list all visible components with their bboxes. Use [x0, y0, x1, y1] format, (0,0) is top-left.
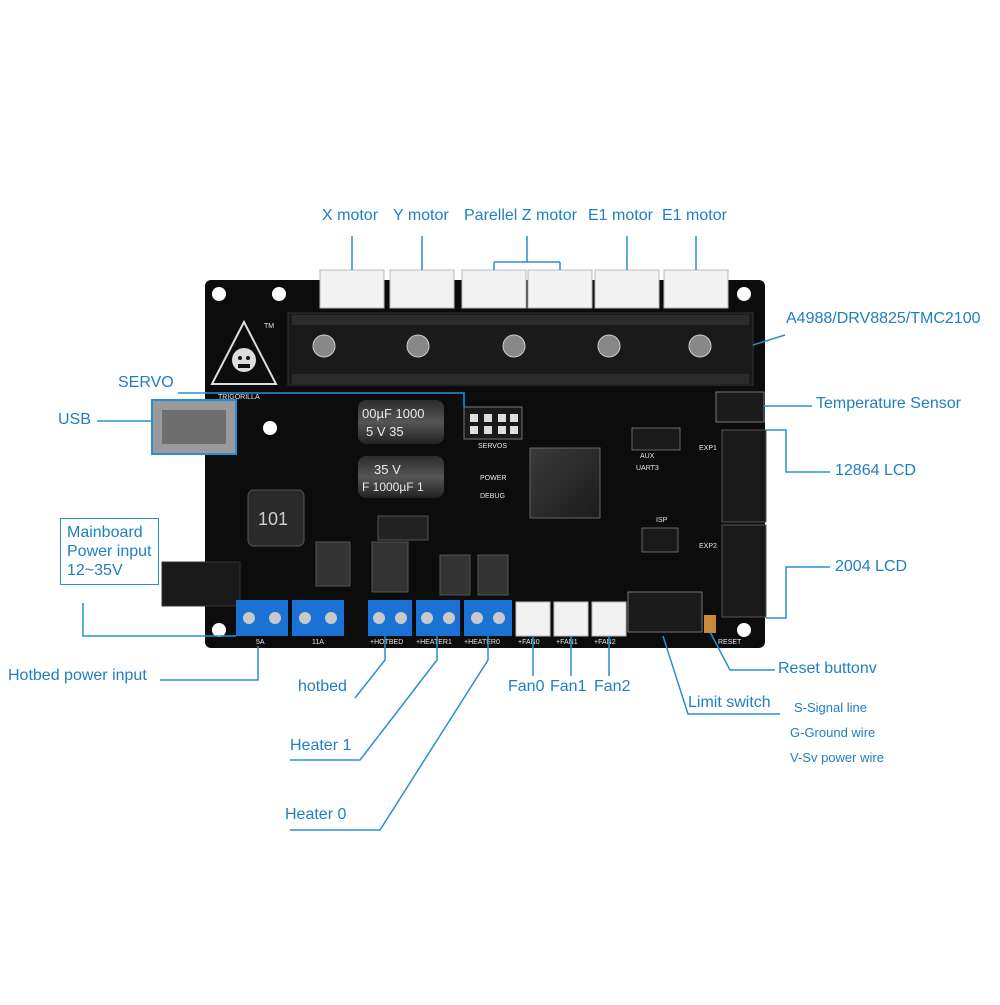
label-fan0: Fan0	[508, 678, 545, 695]
y-motor-connector	[389, 269, 455, 309]
label-lcd-2004: 2004 LCD	[835, 558, 908, 575]
mounting-holes	[212, 287, 751, 637]
label-heater0: Heater 0	[285, 806, 347, 823]
e1-motor-connector	[663, 269, 729, 309]
label-fan2: Fan2	[594, 678, 631, 695]
servo-header	[463, 406, 523, 440]
label-reset-button: Reset buttonv	[778, 660, 877, 677]
brand-silk: TRIGORILLA	[218, 394, 260, 401]
inductor-text: 101	[258, 509, 288, 529]
trigorilla-logo	[210, 319, 278, 385]
label-driver-models: A4988/DRV8825/TMC2100	[786, 310, 981, 327]
label-e1-motor-b: E1 motor	[662, 207, 727, 224]
exp1-header	[721, 429, 767, 523]
limit-switch-header	[627, 591, 703, 633]
inductor	[247, 489, 305, 547]
power-jack	[161, 561, 241, 607]
label-x-motor: X motor	[322, 207, 379, 224]
legend-power: V-Sv power wire	[790, 750, 884, 765]
e0-motor-connector	[594, 269, 660, 309]
reset-button	[704, 615, 716, 633]
cap-top-text2: 5 V 35	[366, 424, 404, 439]
label-hotbed: hotbed	[298, 678, 347, 695]
uart-silk: UART3	[636, 465, 659, 472]
cap-bot-text: 35 V	[374, 462, 401, 477]
capacitor-top	[358, 400, 444, 444]
fuse11-silk: 11A	[312, 639, 324, 646]
cap-bot-text2: F 1000µF 1	[362, 480, 424, 494]
power-silk: POWER	[480, 475, 506, 482]
aux-header	[631, 427, 681, 451]
hotbed-silk: +HOTBED	[370, 639, 403, 646]
label-y-motor: Y motor	[393, 207, 449, 224]
label-servo: SERVO	[118, 374, 174, 391]
label-fan1: Fan1	[550, 678, 587, 695]
fan0-silk: +FAN0	[518, 639, 540, 646]
motor-connectors	[319, 269, 729, 309]
label-temperature-sensor: Temperature Sensor	[816, 395, 961, 412]
reset-silk: RESET	[718, 639, 742, 646]
fan2-silk: +FAN2	[594, 639, 616, 646]
z1-motor-connector	[461, 269, 527, 309]
legend-ground: G-Ground wire	[790, 725, 876, 740]
label-hotbed-power-input: Hotbed power input	[8, 667, 147, 684]
terminal-screws	[243, 612, 505, 624]
label-e1-motor-a: E1 motor	[588, 207, 653, 224]
fan1-silk: +FAN1	[556, 639, 578, 646]
mainboard-power-line2: Power input	[67, 543, 152, 560]
fuse5-silk: 5A	[256, 639, 265, 646]
tm-silk: TM	[264, 323, 274, 330]
callout-lines	[82, 236, 830, 831]
x-motor-connector	[319, 269, 385, 309]
mainboard-power-line1: Mainboard	[67, 524, 143, 541]
exp2-silk: EXP2	[699, 543, 717, 550]
heater0-silk: +HEATER0	[464, 639, 500, 646]
fan2-connector	[591, 601, 627, 637]
fan1-connector	[553, 601, 589, 637]
label-parallel-z-motor: Parellel Z motor	[464, 207, 577, 224]
label-heater1: Heater 1	[290, 737, 352, 754]
exp1-silk: EXP1	[699, 445, 717, 452]
isp-silk: ISP	[656, 517, 668, 524]
mosfets	[315, 515, 509, 596]
temp-sensor-header	[715, 391, 765, 423]
servo-pins	[470, 414, 518, 434]
aux-silk: AUX	[640, 453, 655, 460]
label-lcd-12864: 12864 LCD	[835, 462, 916, 479]
fan0-connector	[515, 601, 551, 637]
legend-signal: S-Signal line	[794, 700, 867, 715]
isp-header	[641, 527, 679, 553]
servos-silk: SERVOS	[478, 443, 507, 450]
mainboard-power-line3: 12~35V	[67, 562, 123, 579]
label-usb: USB	[58, 411, 91, 428]
label-limit-switch: Limit switch	[688, 694, 771, 711]
z2-motor-connector	[527, 269, 593, 309]
exp2-header	[721, 524, 767, 618]
driver-capacitors	[312, 334, 712, 358]
cap-top-text: 00µF 1000	[362, 406, 424, 421]
mcu-chip	[529, 447, 601, 519]
debug-silk: DEBUG	[480, 493, 505, 500]
heater1-silk: +HEATER1	[416, 639, 452, 646]
driver-pins	[292, 315, 749, 384]
label-mainboard-power: Mainboard Power input 12~35V	[60, 518, 159, 585]
capacitor-bottom	[358, 456, 444, 498]
